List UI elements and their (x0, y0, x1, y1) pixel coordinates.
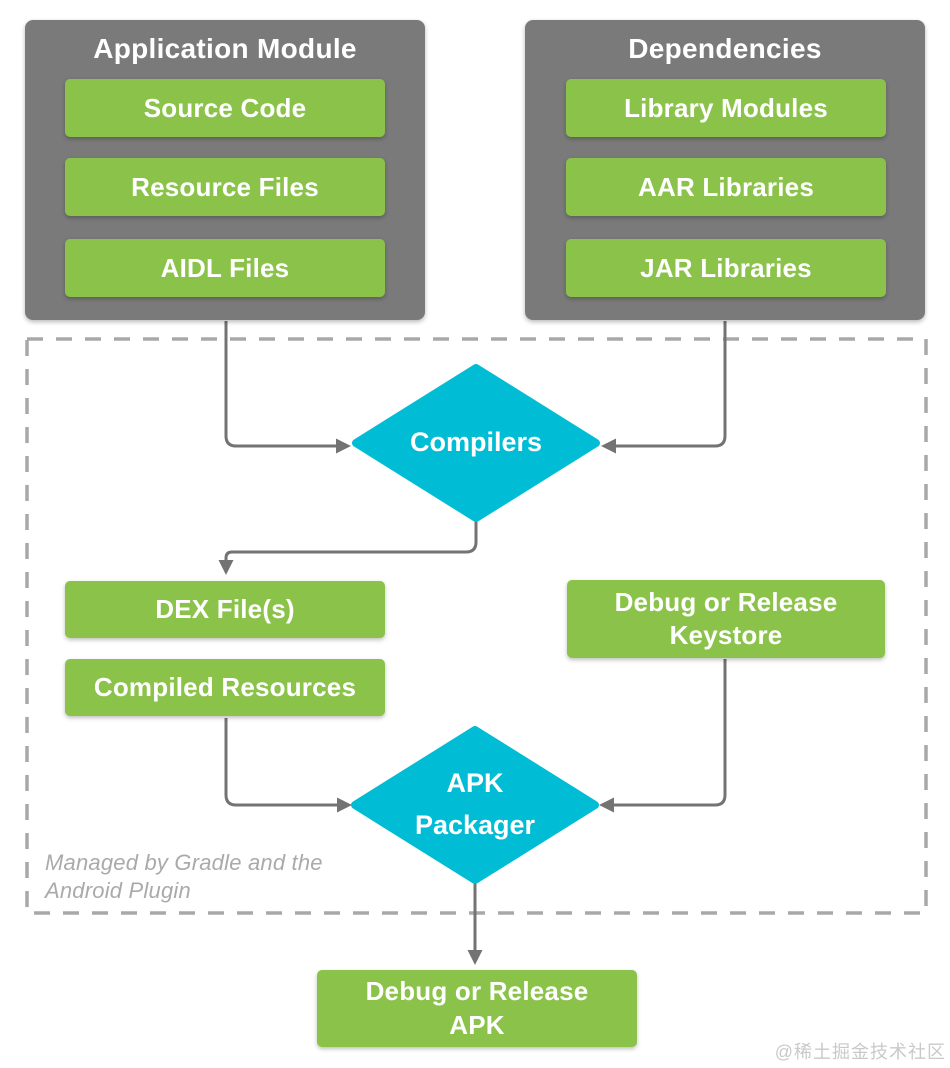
aar-libraries-box: AAR Libraries (566, 158, 886, 216)
jar-libraries-box: JAR Libraries (566, 239, 886, 297)
arrow-dependencies-to-compilers (601, 321, 727, 454)
arrow-resources-to-apk-packager (224, 718, 352, 813)
output-apk-box: Debug or Release APK (317, 970, 637, 1047)
library-modules-box: Library Modules (566, 79, 886, 137)
arrow-compilers-to-dex (218, 519, 478, 575)
dex-files-label: DEX File(s) (155, 594, 295, 624)
source-code-box: Source Code (65, 79, 385, 137)
watermark-text: @稀土掘金技术社区 (774, 1042, 946, 1062)
aidl-files-label: AIDL Files (160, 252, 290, 283)
resource-files-label: Resource Files (131, 171, 319, 202)
apk-packager-diamond (351, 726, 599, 884)
dex-files-box: DEX File(s) (65, 581, 385, 638)
compiled-resources-label: Compiled Resources (93, 672, 357, 702)
aidl-files-box: AIDL Files (65, 239, 385, 297)
resource-files-box: Resource Files (65, 158, 385, 216)
compilers-diamond (352, 364, 600, 522)
keystore-box: Debug or Release Keystore (567, 580, 885, 658)
jar-libraries-label: JAR Libraries (640, 252, 812, 283)
library-modules-label: Library Modules (624, 92, 828, 123)
output-apk-label: Debug or Release APK (365, 976, 589, 1040)
gradle-note: Managed by Gradle and the Android Plugin (45, 850, 323, 903)
dependencies-title: Dependencies (628, 33, 822, 64)
source-code-label: Source Code (143, 92, 307, 123)
keystore-label: Debug or Release Keystore (614, 586, 838, 650)
compiled-resources-box: Compiled Resources (65, 659, 385, 716)
aar-libraries-label: AAR Libraries (638, 171, 814, 202)
application-module-title: Application Module (93, 33, 357, 64)
arrow-app-module-to-compilers (224, 321, 351, 454)
arrow-keystore-to-apk-packager (599, 659, 727, 813)
